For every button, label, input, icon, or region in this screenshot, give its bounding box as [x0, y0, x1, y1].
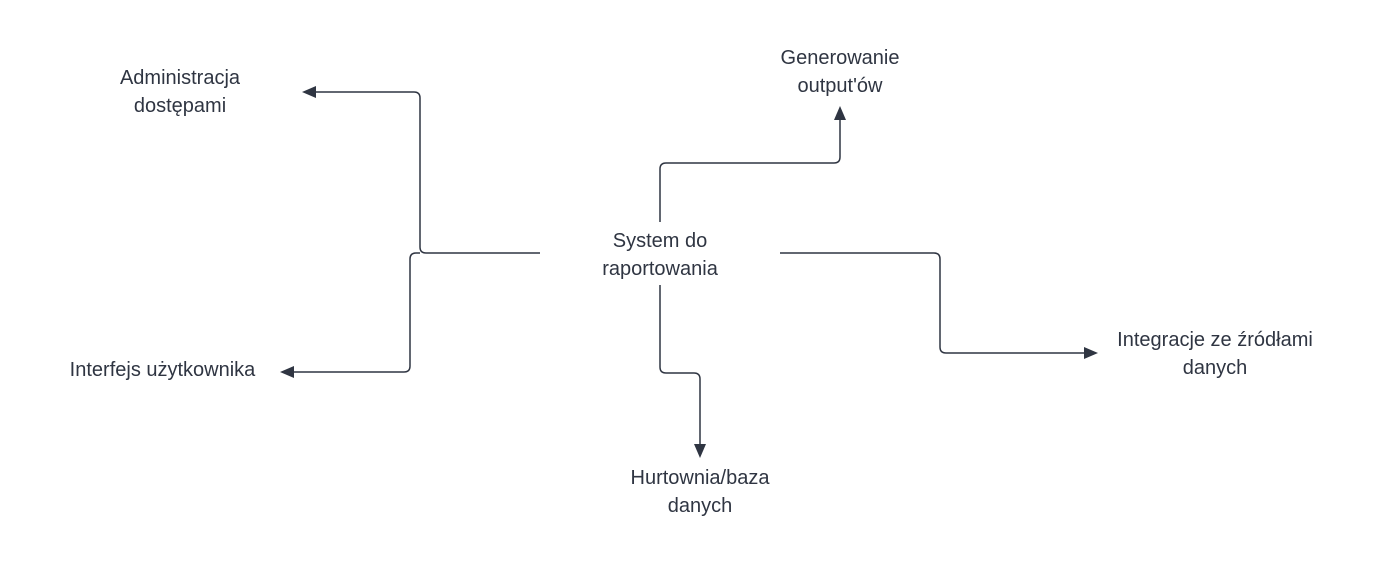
arrowhead-integration [1084, 347, 1098, 359]
center-node-label: System do raportowania [602, 230, 718, 280]
integration-node-label: Integracje ze źródłami danych [1117, 329, 1313, 379]
arrowhead-output [834, 106, 846, 120]
connector-to-ui [294, 252, 420, 373]
ui-node-label: Interfejs użytkownika [69, 359, 256, 381]
admin-node-label: Administracja dostępami [119, 67, 241, 117]
connector-to-admin [316, 91, 540, 254]
connector-to-integration [780, 252, 1084, 354]
output-node-label: Generowanie output'ów [780, 47, 900, 97]
connector-to-output [659, 120, 841, 222]
arrowhead-ui [280, 366, 294, 378]
arrowhead-warehouse [694, 444, 706, 458]
arrowhead-admin [302, 86, 316, 98]
connector-to-warehouse [659, 285, 701, 444]
warehouse-node-label: Hurtownia/baza danych [630, 467, 770, 517]
